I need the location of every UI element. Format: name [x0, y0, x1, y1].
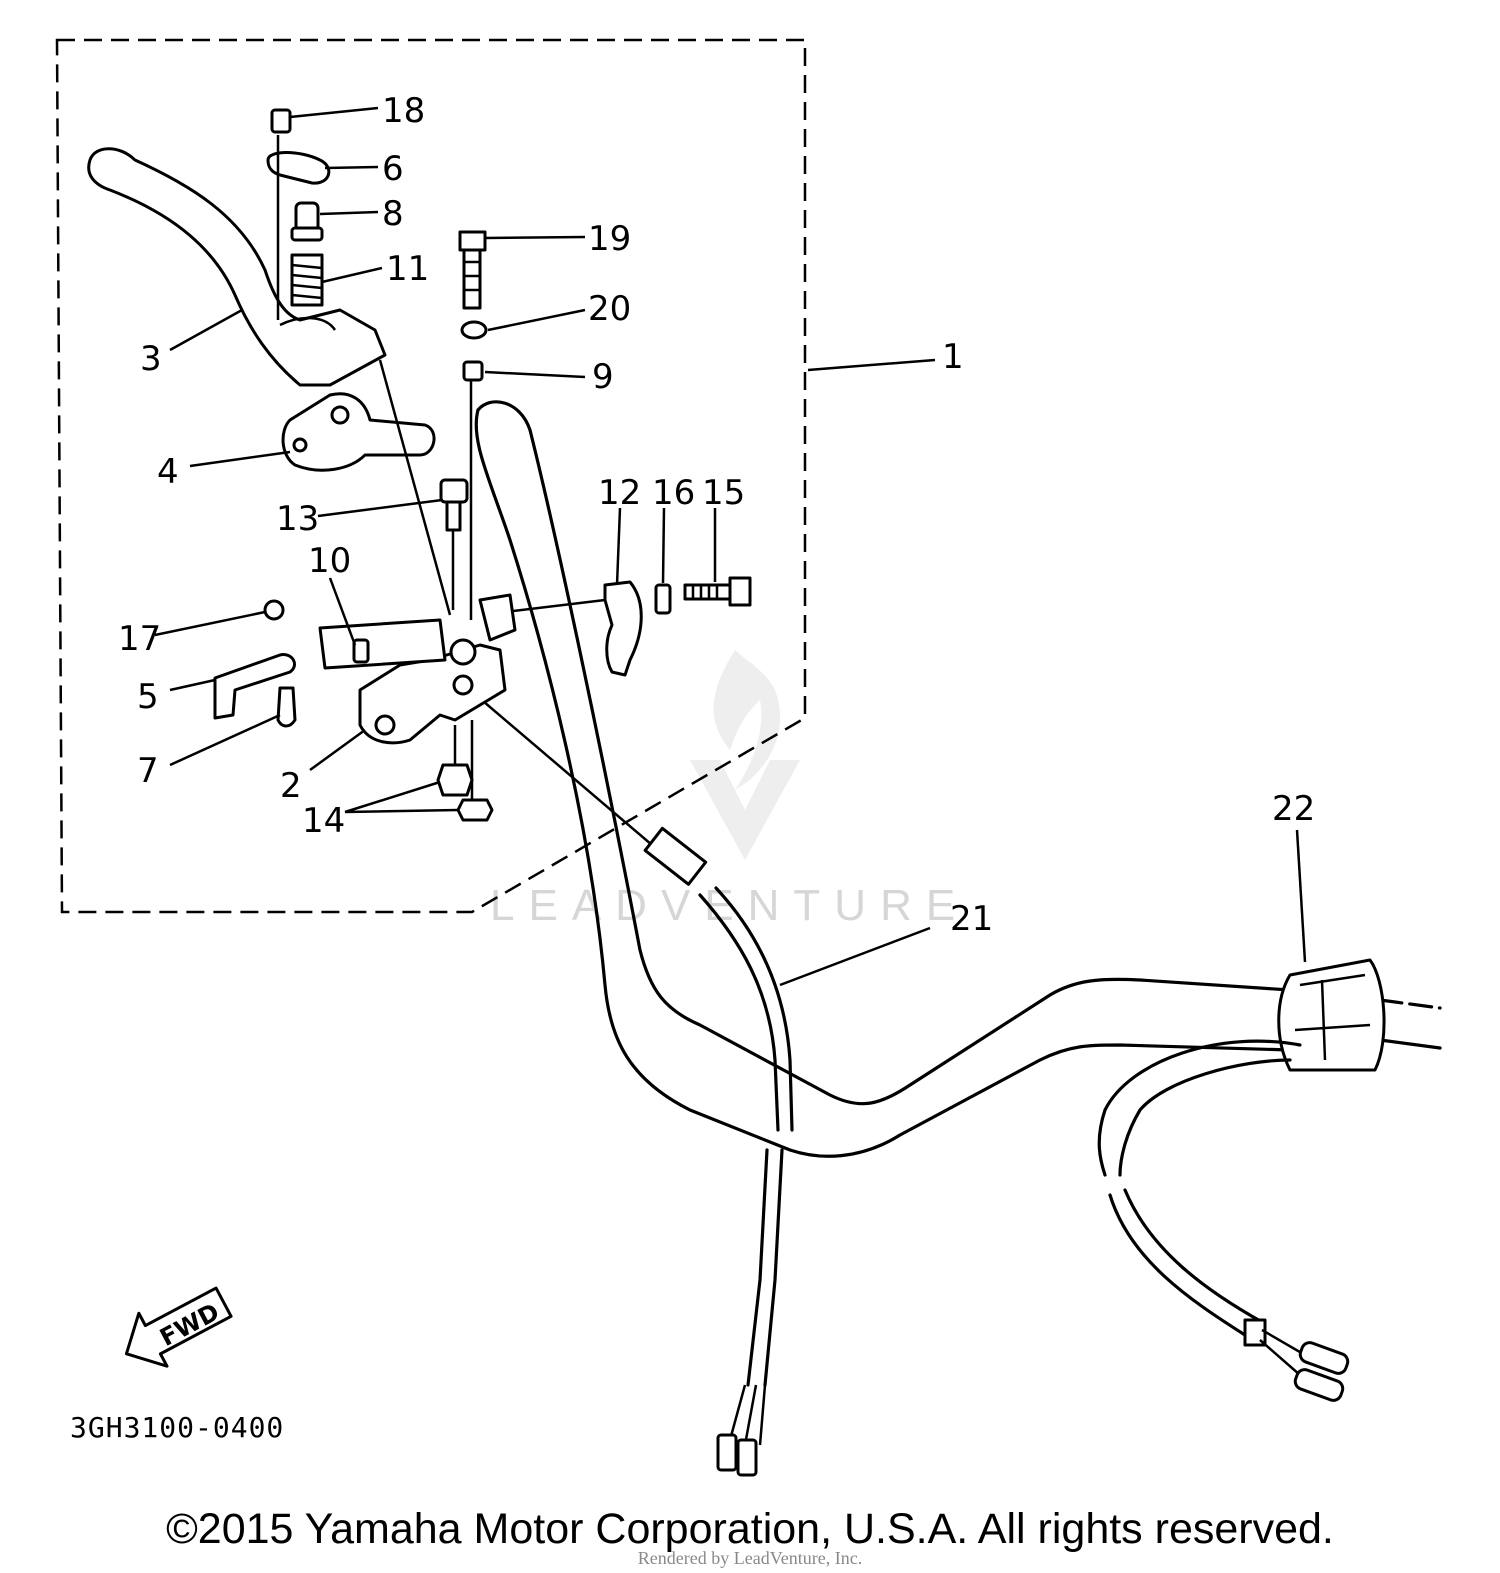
callout-22: 22 — [1272, 789, 1315, 829]
callout-18: 18 — [382, 91, 425, 131]
diagram-code: 3GH3100-0400 — [70, 1411, 284, 1444]
callout-5: 5 — [137, 677, 159, 717]
callout-11: 11 — [386, 249, 429, 289]
upper-hardware-stack — [266, 108, 331, 320]
callout-17: 17 — [118, 619, 161, 659]
callout-15: 15 — [702, 473, 745, 513]
callout-12: 12 — [598, 473, 641, 513]
callout-2: 2 — [280, 766, 302, 806]
callout-7: 7 — [137, 751, 159, 791]
callout-6: 6 — [382, 149, 404, 189]
adjuster-bolt-13 — [439, 478, 469, 610]
callout-8: 8 — [382, 194, 404, 234]
lever — [87, 147, 387, 387]
clutch-switch-cable — [469, 689, 794, 1477]
callout-9: 9 — [592, 357, 614, 397]
callout-1: 1 — [942, 337, 964, 377]
right-switch-housing — [1097, 958, 1386, 1402]
assembly-boundary — [55, 38, 807, 914]
callout-10: 10 — [308, 541, 351, 581]
callout-20: 20 — [588, 289, 631, 329]
copyright-notice: ©2015 Yamaha Motor Corporation, U.S.A. A… — [166, 1505, 1334, 1553]
leader-lines — [154, 106, 1307, 987]
callout-16: 16 — [652, 473, 695, 513]
clamp-12-16-15 — [504, 576, 752, 677]
callout-14: 14 — [302, 801, 345, 841]
callout-4: 4 — [157, 452, 179, 492]
fwd-arrow: FWD — [124, 1286, 233, 1368]
bolt-washer-group — [458, 230, 488, 620]
handlebar — [474, 400, 1442, 1158]
callout-3: 3 — [140, 339, 162, 379]
watermark-logo — [690, 650, 800, 860]
switch-plate-group — [213, 599, 447, 728]
callout-13: 13 — [276, 499, 319, 539]
nuts-14 — [436, 720, 494, 822]
callout-19: 19 — [588, 219, 631, 259]
rendered-by-credit: Rendered by LeadVenture, Inc. — [637, 1548, 863, 1568]
holder-body — [358, 359, 517, 745]
lever-bracket — [281, 392, 436, 472]
callout-21: 21 — [950, 899, 993, 939]
